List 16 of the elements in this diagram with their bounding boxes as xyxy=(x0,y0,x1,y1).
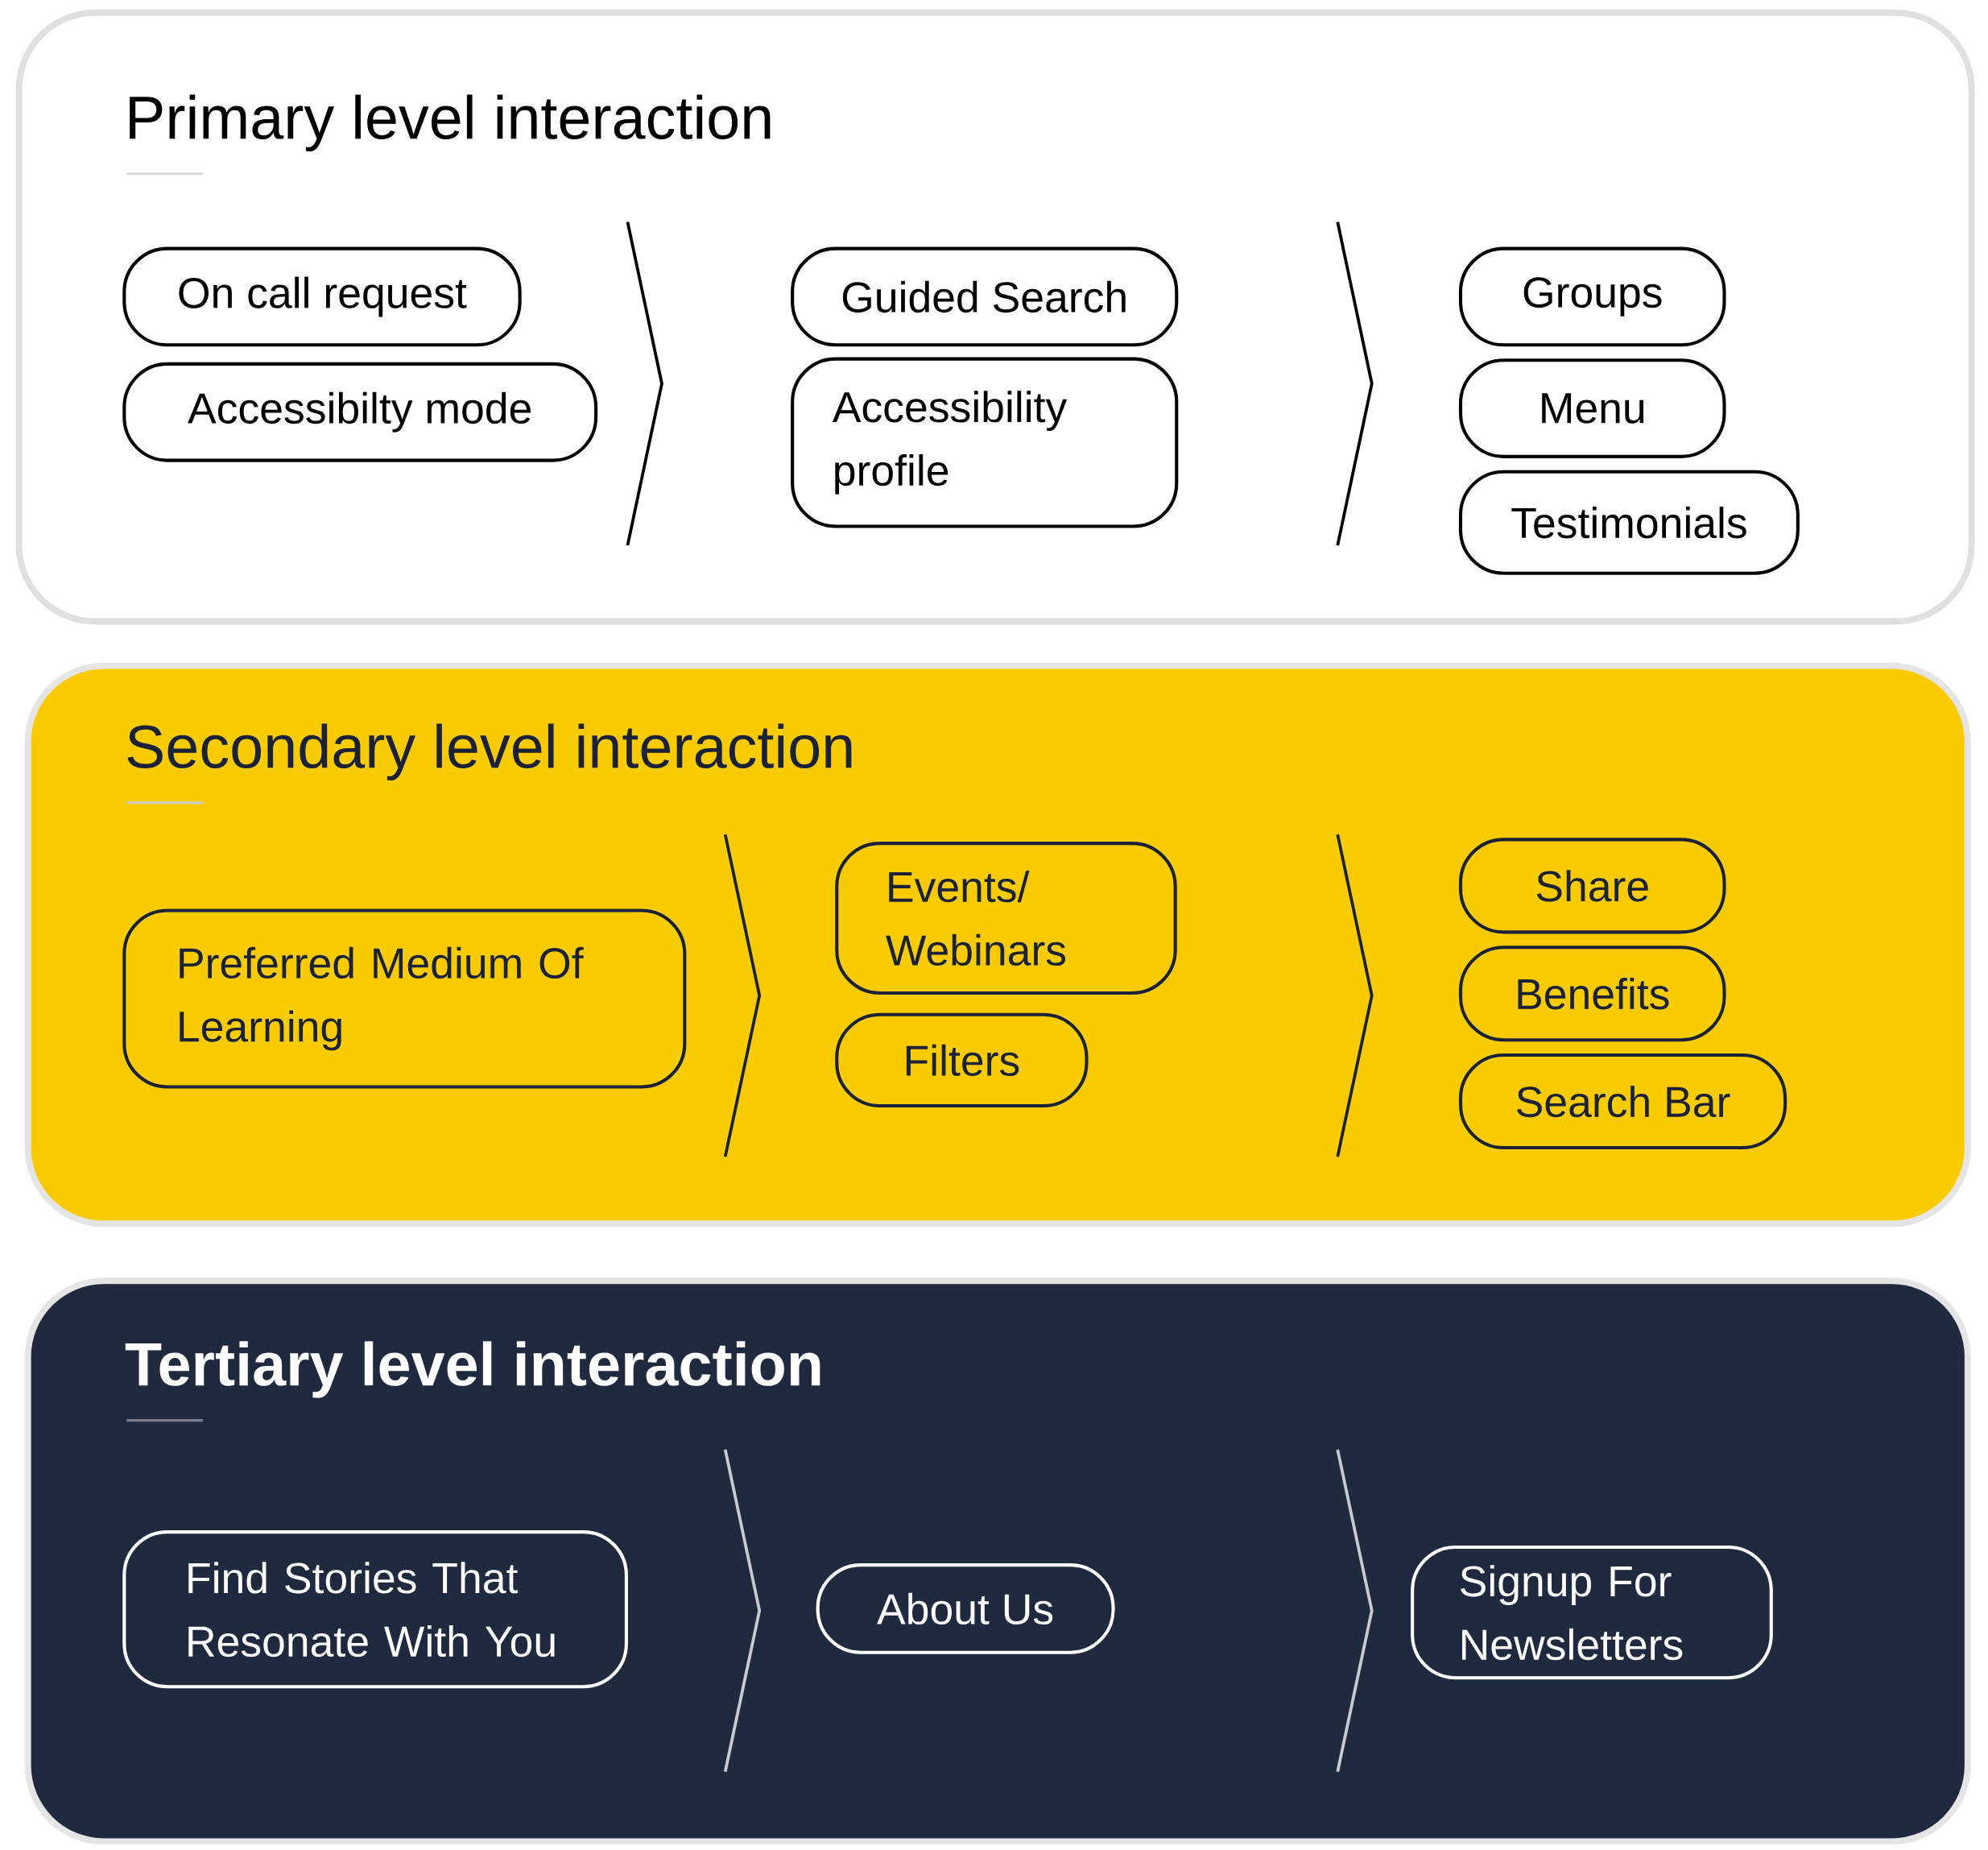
tag-pill: Accessibility profile xyxy=(791,357,1179,528)
tag-pill: Menu xyxy=(1458,358,1726,458)
tag-pill: Find Stories That Resonate With You xyxy=(122,1529,628,1689)
tag-pill: Search Bar xyxy=(1458,1053,1788,1149)
tag-pill: Testimonials xyxy=(1458,470,1800,575)
tag-pill: Benefits xyxy=(1458,946,1726,1042)
tag-pill: Groups xyxy=(1458,246,1726,347)
tag-pill: Accessibilty mode xyxy=(122,362,598,462)
tag-pill: Signup For Newsletters xyxy=(1411,1545,1773,1680)
tag-pill: Filters xyxy=(835,1012,1089,1107)
tag-pill: Events/ Webinars xyxy=(835,841,1177,995)
tag-pill: Share xyxy=(1458,838,1726,934)
tag-pill: Preferred Medium Of Learning xyxy=(122,908,687,1089)
tag-pill: About Us xyxy=(816,1562,1115,1654)
tag-pill: On call request xyxy=(122,246,522,347)
tag-pill: Guided Search xyxy=(791,246,1179,347)
